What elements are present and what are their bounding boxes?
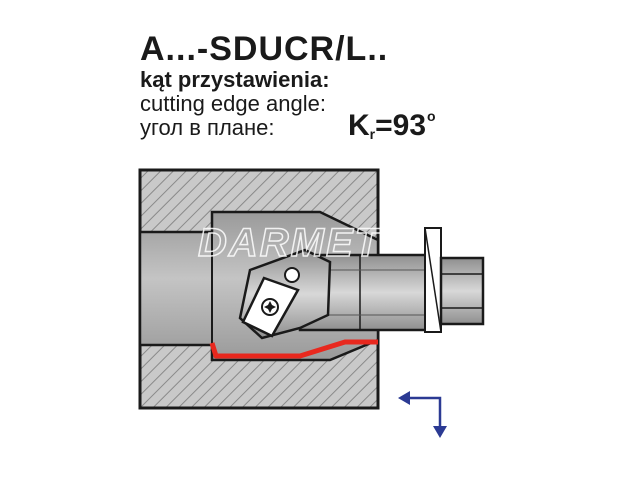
label-polish: kąt przystawienia: (140, 67, 330, 92)
russian-row: угол в плане: Kr=93o (140, 108, 436, 142)
cutting-insert (241, 276, 300, 338)
watermark-logo: DARMET (198, 221, 383, 265)
angle-subscript: r (369, 126, 376, 142)
heading: A...-SDUCR/L.. kąt przystawienia: cuttin… (140, 30, 436, 142)
angle-symbol: K (348, 109, 370, 142)
angle-number: =93 (375, 109, 427, 142)
angle-unit: o (427, 108, 436, 124)
cutting-path (209, 339, 378, 359)
product-code: A...-SDUCR/L.. (140, 30, 389, 68)
label-english: cutting edge angle: (140, 91, 326, 116)
boring-bar (297, 227, 485, 333)
corner-arrow-icon (398, 391, 447, 438)
angle-value: Kr=93o (348, 108, 436, 143)
label-russian: угол в плане: (140, 115, 275, 140)
screw-icon (261, 298, 279, 316)
